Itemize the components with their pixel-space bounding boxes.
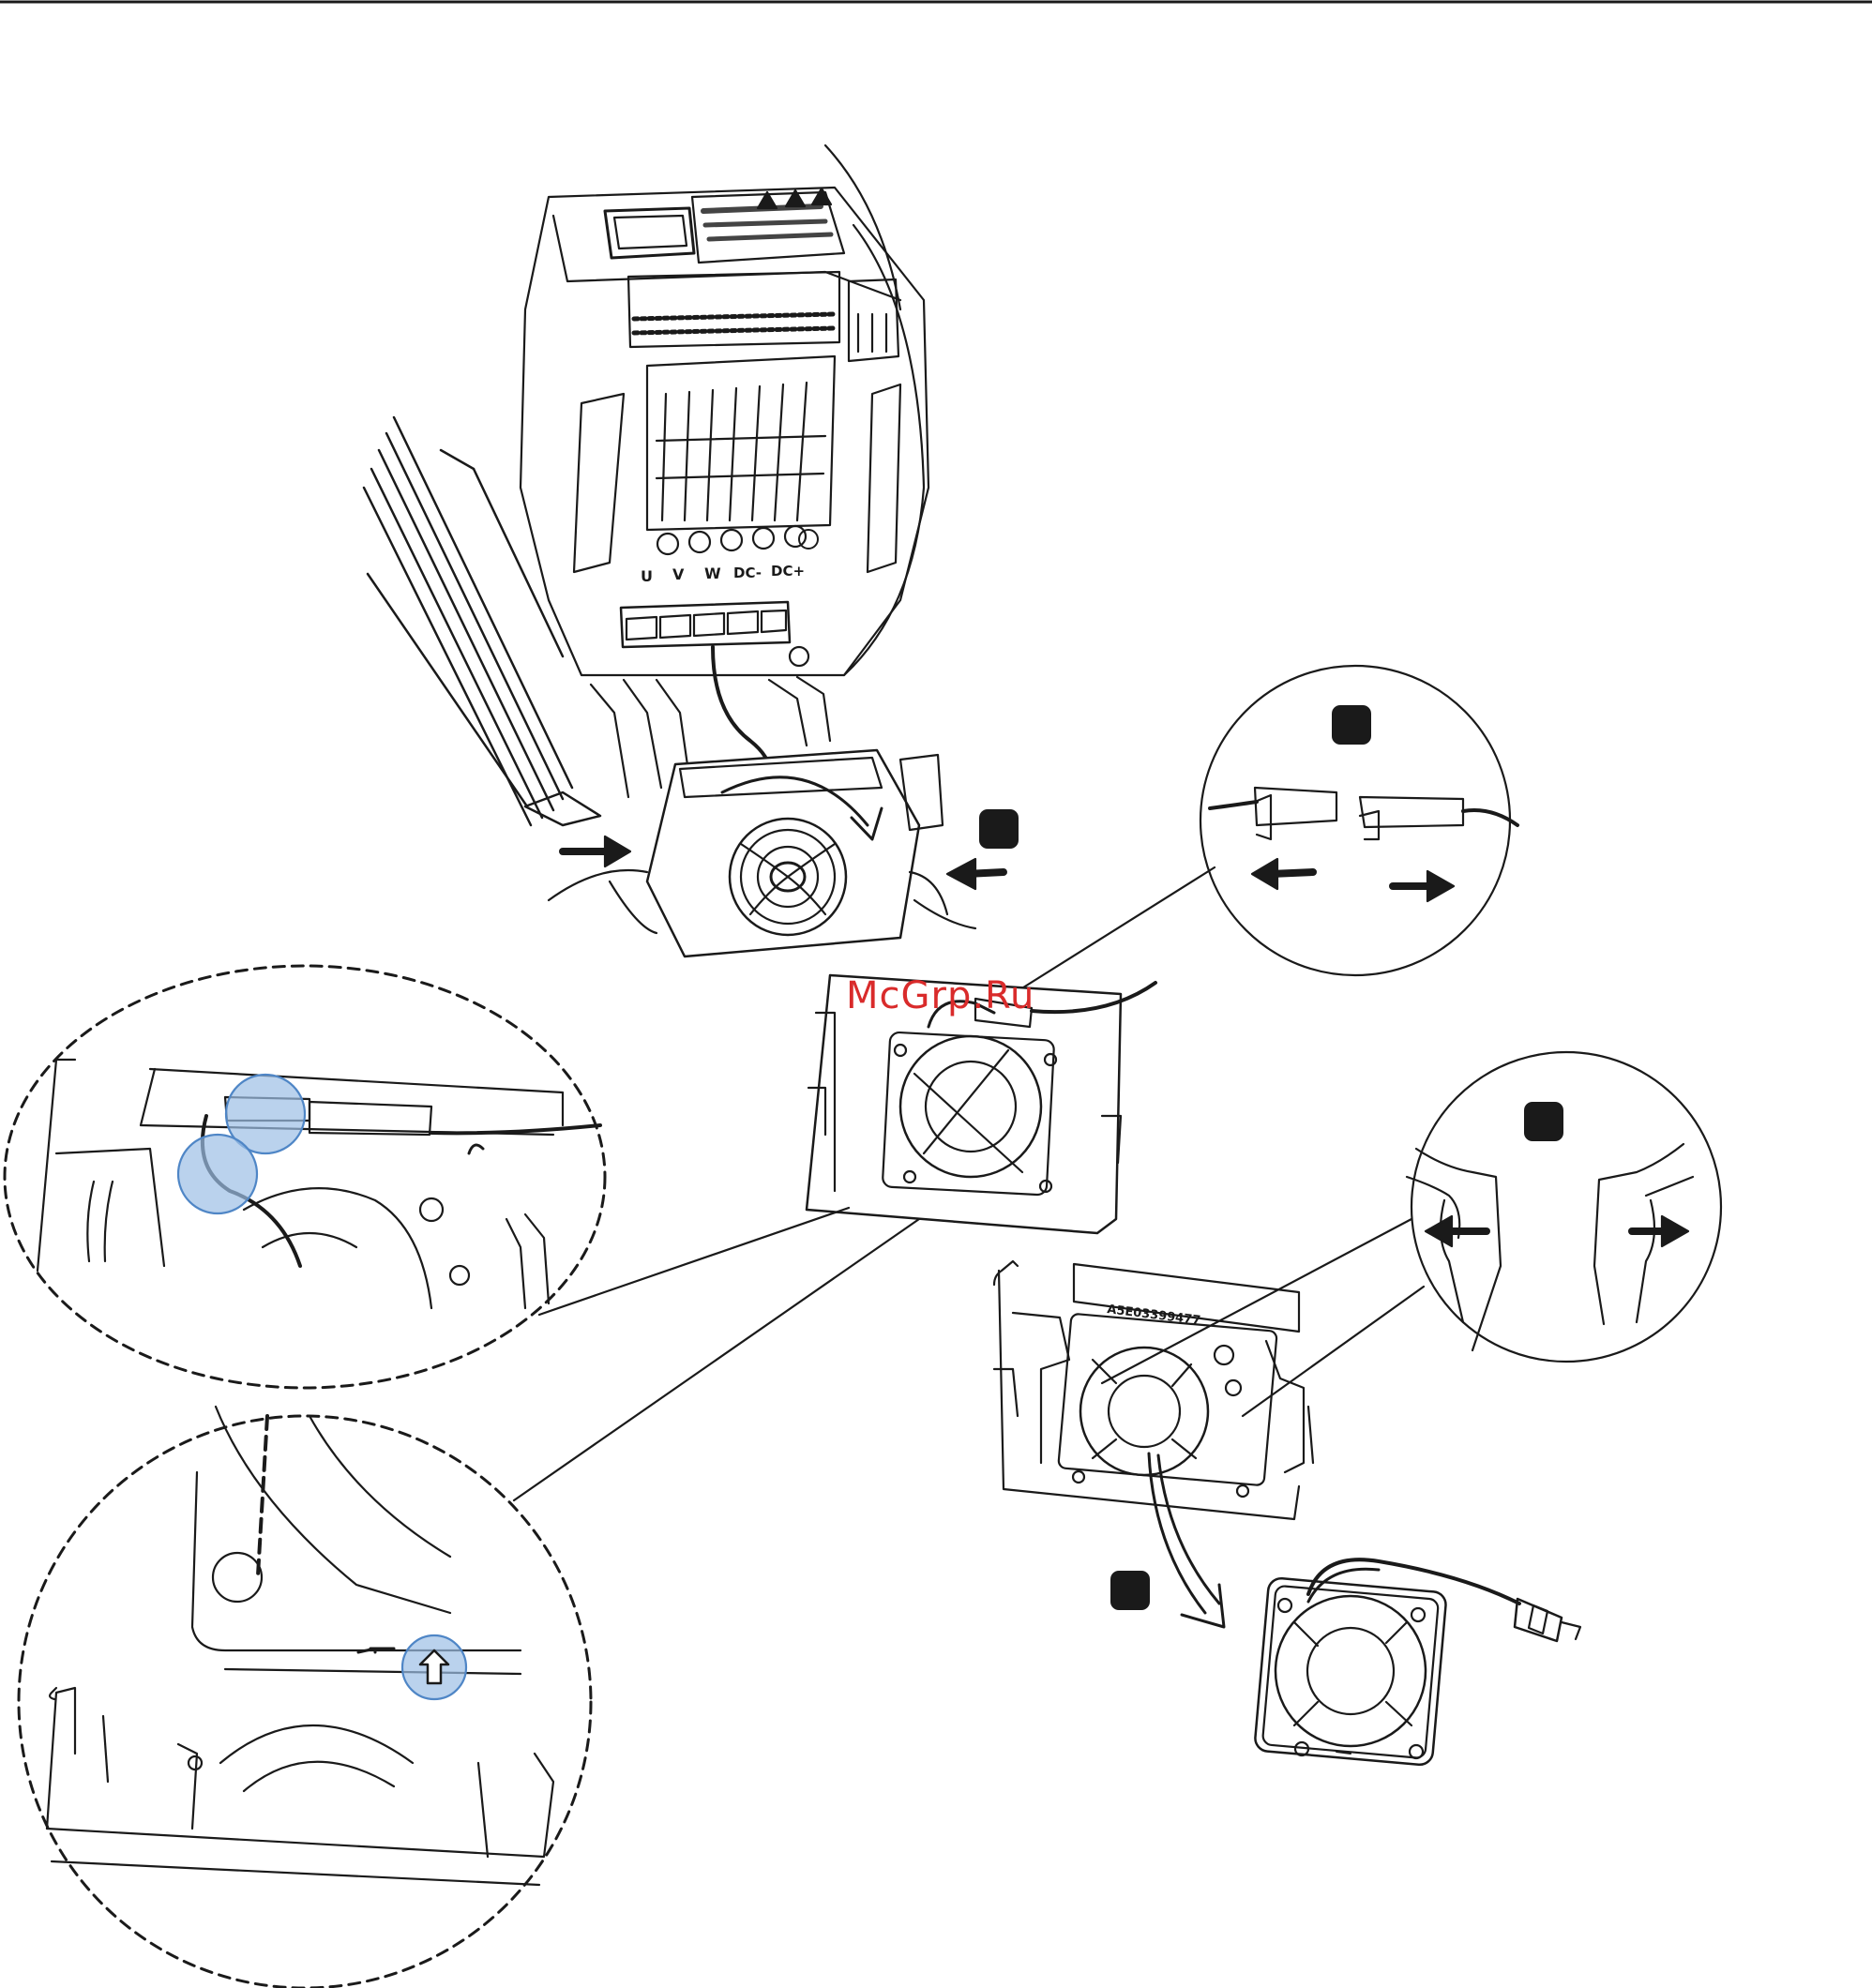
ground-symbol-icon	[799, 530, 818, 549]
highlight-marker-2	[178, 1135, 257, 1213]
control-terminals	[628, 272, 898, 361]
fan-module-attached	[549, 750, 1004, 956]
fan-housing-open: A5E03399477	[994, 1261, 1313, 1627]
watermark-text: McGrp.Ru	[846, 974, 1034, 1017]
step-badge-1	[979, 809, 1019, 849]
replacement-fan	[1254, 1559, 1580, 1766]
terminal-label-v: V	[672, 565, 685, 583]
inverter-drive: U V W DC- DC+	[364, 145, 928, 825]
cable-routing-detail-top	[5, 966, 849, 1388]
connector-detail	[1013, 666, 1517, 994]
display-panel	[605, 188, 844, 263]
terminal-screws	[657, 526, 818, 554]
clip-release-detail	[19, 1219, 919, 1988]
terminal-label-u: U	[641, 567, 653, 585]
terminal-label-dc-plus: DC+	[771, 563, 805, 580]
step-badge-3	[1524, 1102, 1563, 1141]
power-terminal-slots	[574, 356, 900, 572]
terminal-labels: U V W DC- DC+	[641, 563, 805, 585]
terminal-label-w: W	[704, 565, 721, 582]
step-badge-4	[1110, 1571, 1150, 1610]
terminal-label-dc-minus: DC-	[733, 565, 762, 581]
heatsink-fins	[364, 417, 600, 825]
latch-detail	[1102, 1052, 1721, 1416]
step-badge-2	[1332, 705, 1371, 745]
